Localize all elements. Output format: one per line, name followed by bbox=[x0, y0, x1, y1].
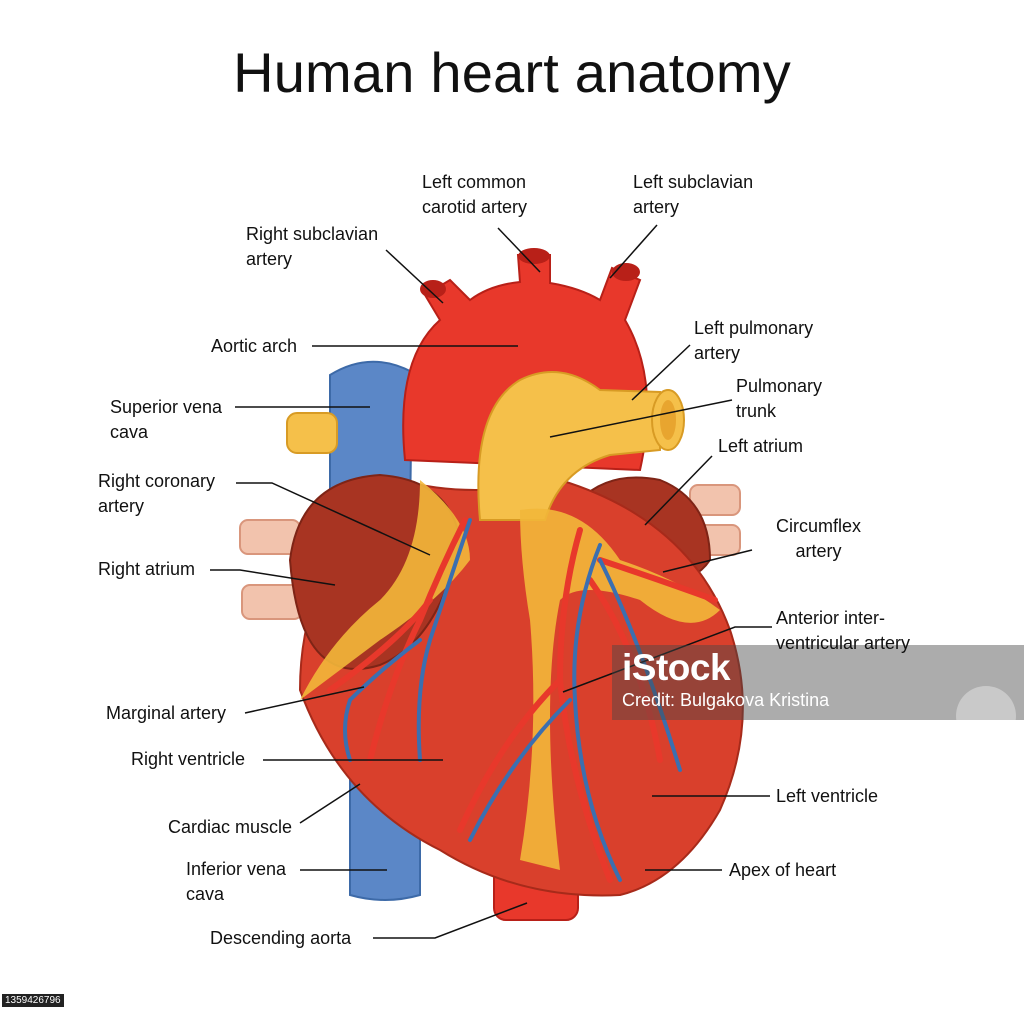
label-superior-vena-cava: Superior vena cava bbox=[110, 395, 222, 445]
label-apex-of-heart: Apex of heart bbox=[729, 858, 836, 883]
label-circumflex-artery: Circumflex artery bbox=[776, 514, 861, 564]
label-descending-aorta: Descending aorta bbox=[210, 926, 351, 951]
label-left-pulmonary-artery: Left pulmonary artery bbox=[694, 316, 813, 366]
label-right-coronary-artery: Right coronary artery bbox=[98, 469, 215, 519]
label-left-subclavian-artery: Left subclavian artery bbox=[633, 170, 753, 220]
label-right-subclavian-artery: Right subclavian artery bbox=[246, 222, 378, 272]
stock-id-badge: 1359426796 bbox=[2, 994, 64, 1007]
label-cardiac-muscle: Cardiac muscle bbox=[168, 815, 292, 840]
label-inferior-vena-cava: Inferior vena cava bbox=[186, 857, 286, 907]
label-left-ventricle: Left ventricle bbox=[776, 784, 878, 809]
label-right-atrium: Right atrium bbox=[98, 557, 195, 582]
label-left-atrium: Left atrium bbox=[718, 434, 803, 459]
label-marginal-artery: Marginal artery bbox=[106, 701, 226, 726]
label-right-ventricle: Right ventricle bbox=[131, 747, 245, 772]
label-pulmonary-trunk: Pulmonary trunk bbox=[736, 374, 822, 424]
watermark-credit: Credit: Bulgakova Kristina bbox=[622, 690, 829, 711]
watermark-circle bbox=[956, 686, 1016, 746]
label-anterior-interventricular-artery: Anterior inter- ventricular artery bbox=[776, 606, 910, 656]
label-aortic-arch: Aortic arch bbox=[211, 334, 297, 359]
watermark-brand: iStock bbox=[622, 647, 730, 689]
label-left-common-carotid-artery: Left common carotid artery bbox=[422, 170, 527, 220]
